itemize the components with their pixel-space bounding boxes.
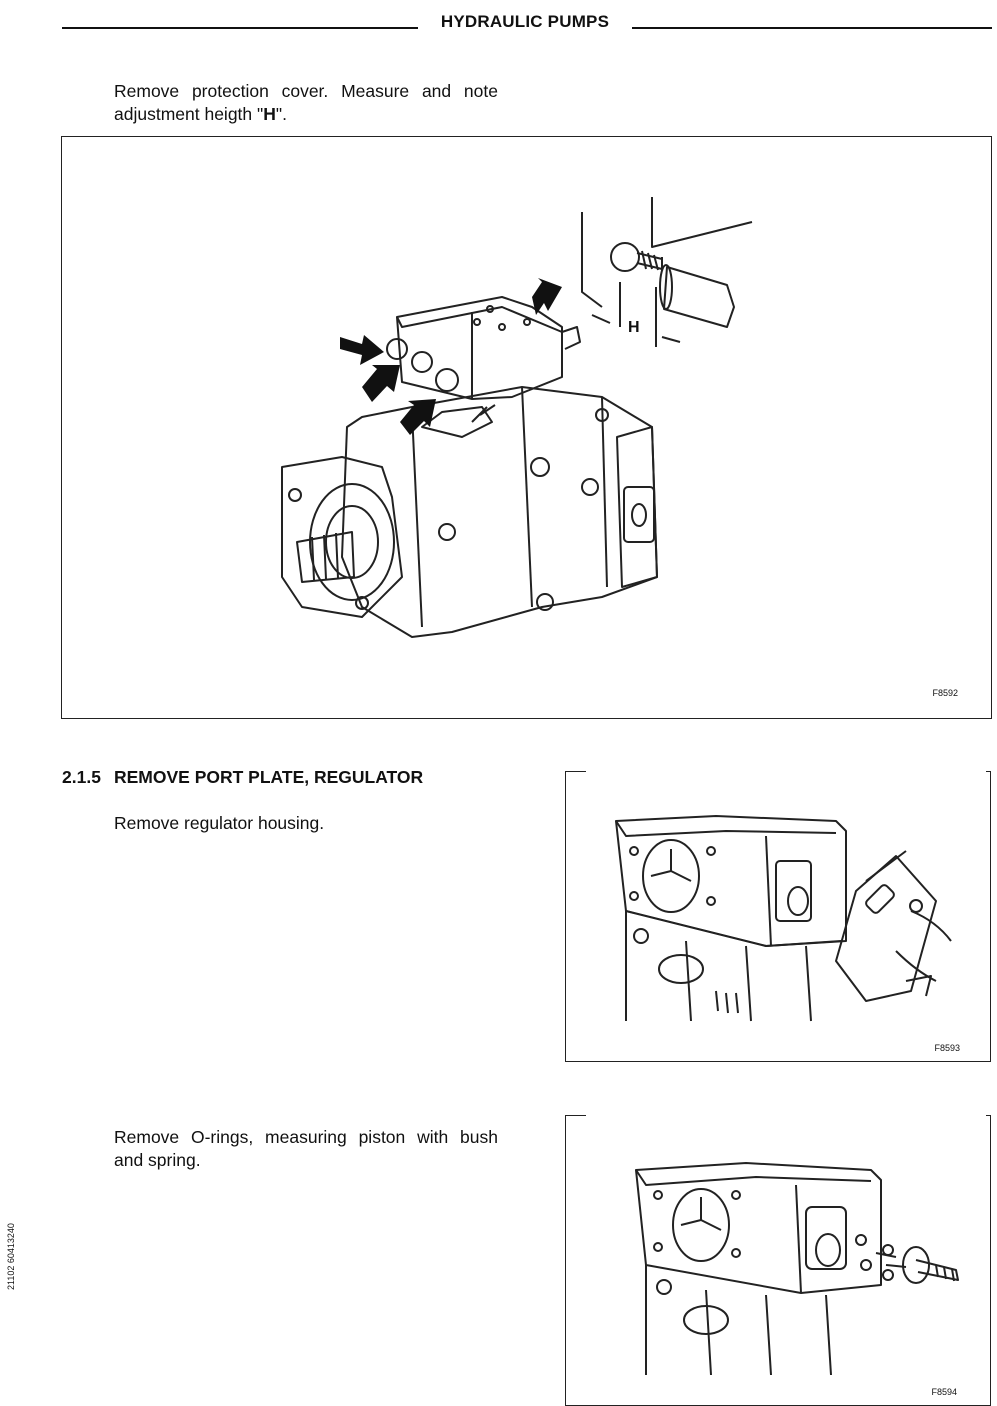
section-heading: 2.1.5 REMOVE PORT PLATE, REGULATOR [62, 767, 423, 788]
step-1-line-2-suffix: ". [275, 104, 287, 124]
section-number: 2.1.5 [62, 767, 101, 787]
section-title: REMOVE PORT PLATE, REGULATOR [114, 767, 424, 787]
figure-pump-adjustment: H F8592 [61, 136, 992, 719]
page-header-title: HYDRAULIC PUMPS [440, 12, 610, 31]
step-3-line-1: Remove O-rings, measuring piston with bu… [114, 1127, 498, 1147]
step-1-instruction: Remove protection cover. Measure and not… [114, 80, 498, 126]
document-side-code: 21102 60413240 [6, 1223, 16, 1290]
height-dimension-label: H [628, 319, 640, 336]
step-1-line-2: adjustment heigth "H". [114, 103, 498, 126]
figure-remove-orings: F8594 [565, 1115, 991, 1406]
header-rule-left [62, 27, 418, 29]
pump-illustration: H [281, 197, 753, 638]
figure-3-code: F8594 [931, 1387, 957, 1397]
oring-removal-illustration [635, 1162, 959, 1376]
step-3-line-2: and spring. [114, 1150, 201, 1170]
step-2-instruction: Remove regulator housing. [114, 813, 325, 833]
step-1-line-2-prefix: adjustment heigth " [114, 104, 264, 124]
step-1-line-1: Remove protection cover. Measure and not… [114, 81, 498, 101]
regulator-removal-illustration [615, 815, 952, 1022]
figure-1-code: F8592 [932, 688, 958, 698]
step-1-height-label: H [263, 104, 276, 124]
step-3-instruction: Remove O-rings, measuring piston with bu… [114, 1126, 498, 1172]
figure-2-code: F8593 [934, 1043, 960, 1053]
header-rule-right [632, 27, 992, 29]
figure-remove-regulator: F8593 [565, 771, 991, 1062]
